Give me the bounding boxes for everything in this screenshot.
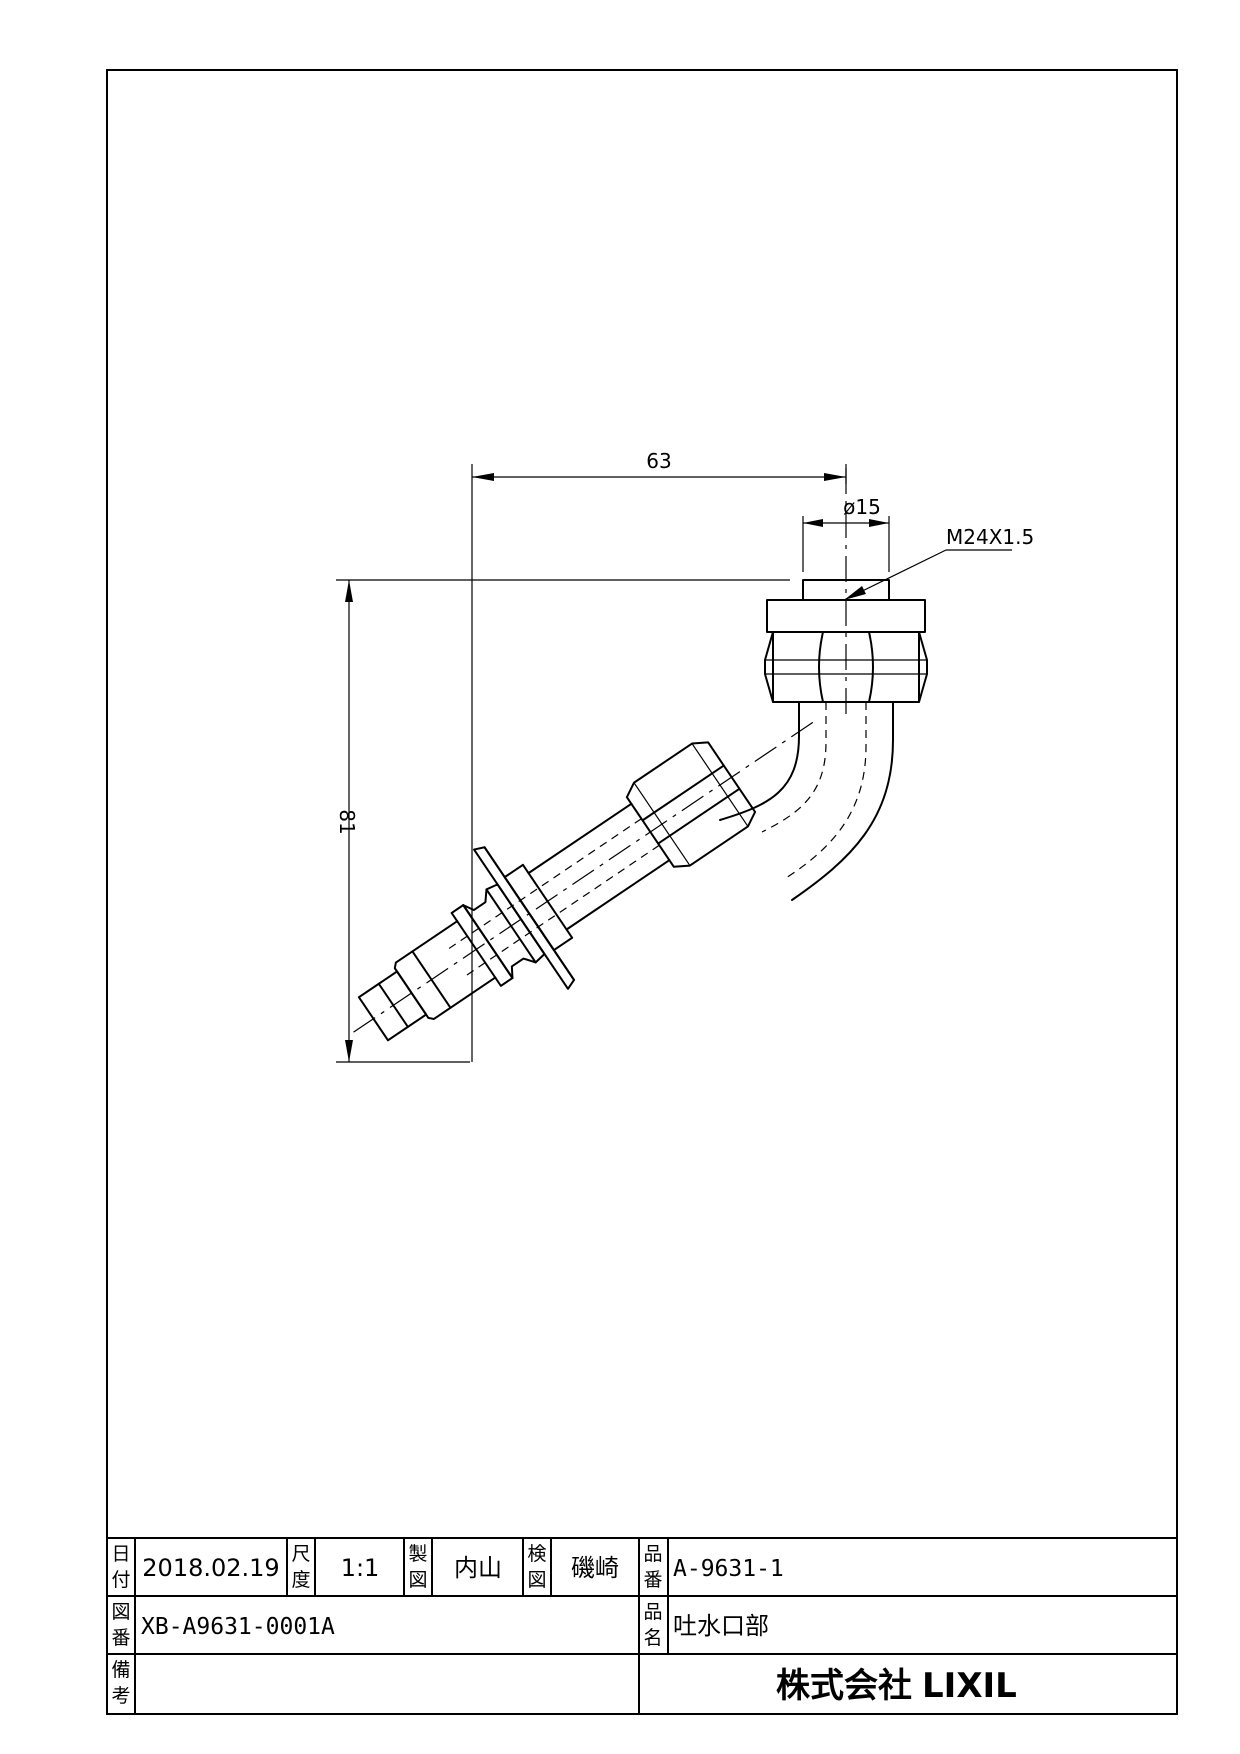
drawn-label-2: 図 xyxy=(408,1569,427,1591)
drawing-number-value: XB-A9631-0001A xyxy=(141,1614,335,1640)
part-name-label-2: 名 xyxy=(643,1627,662,1649)
checked-label-2: 図 xyxy=(527,1569,546,1591)
drawing-no-label-2: 番 xyxy=(111,1627,130,1649)
date-label-1: 日 xyxy=(111,1543,130,1565)
thread-dimension-label: M24X1.5 xyxy=(946,525,1034,549)
bent-pipe xyxy=(719,701,894,901)
date-value: 2018.02.19 xyxy=(142,1554,279,1582)
height-dimension-label: 81 xyxy=(335,809,359,834)
dimension-81: 81 xyxy=(335,579,790,1063)
thread-callout: M24X1.5 xyxy=(843,525,1034,601)
date-label-2: 付 xyxy=(111,1569,130,1591)
axis-centerline xyxy=(348,721,814,1037)
scale-value: 1:1 xyxy=(341,1554,380,1582)
top-hex-nut xyxy=(764,631,928,703)
flange-plate xyxy=(473,846,576,990)
part-number-value: A-9631-1 xyxy=(673,1556,784,1582)
drawing-no-label-1: 図 xyxy=(111,1601,130,1623)
remarks-label-2: 考 xyxy=(111,1685,130,1707)
straight-pipe xyxy=(447,802,671,977)
sheet-border xyxy=(106,69,1178,1715)
title-block: 日 付 尺 度 製 図 検 図 品 番 図 番 品 名 備 考 2018.02.… xyxy=(106,1537,1178,1715)
scale-label-1: 尺 xyxy=(291,1543,310,1565)
drawn-label-1: 製 xyxy=(408,1543,427,1565)
company-brand-logo: LIXIL xyxy=(922,1666,1017,1706)
part-no-label-2: 番 xyxy=(643,1569,662,1591)
part-drawing xyxy=(348,468,928,1042)
grooved-collar xyxy=(450,883,546,987)
width-dimension-label: 63 xyxy=(646,449,671,473)
checked-label-1: 検 xyxy=(527,1543,546,1565)
drawn-by-value: 内山 xyxy=(454,1554,502,1582)
part-name-value: 吐水口部 xyxy=(673,1612,769,1640)
part-no-label-1: 品 xyxy=(643,1543,662,1565)
lower-nipple xyxy=(357,920,497,1042)
diagonal-assembly xyxy=(348,721,814,1042)
company-name: 株式会社 xyxy=(776,1666,912,1706)
remarks-label-1: 備 xyxy=(111,1659,130,1681)
checked-by-value: 磯崎 xyxy=(571,1554,619,1582)
dimension-diameter-15: ø15 xyxy=(802,495,890,572)
part-name-label-1: 品 xyxy=(643,1601,662,1623)
diameter-dimension-label: ø15 xyxy=(843,495,881,519)
scale-label-2: 度 xyxy=(291,1569,310,1591)
dimension-63: 63 xyxy=(471,449,847,1062)
